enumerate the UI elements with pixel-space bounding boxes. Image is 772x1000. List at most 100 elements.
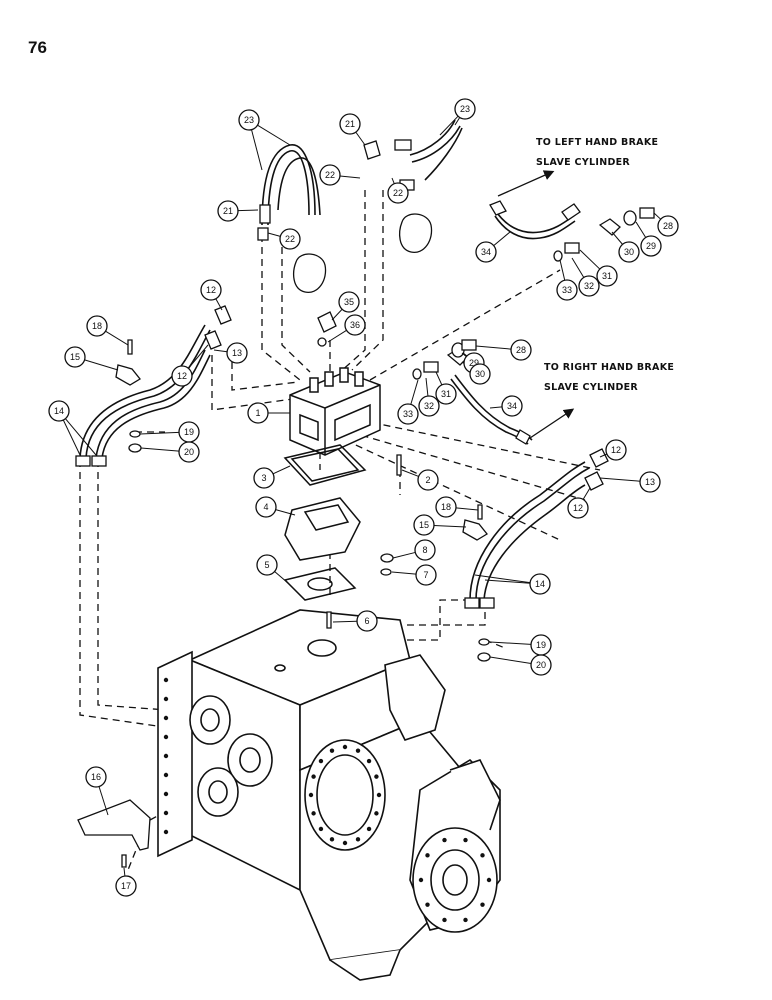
callout-circle-14 (48, 400, 70, 422)
callout-label-28: 28 (663, 221, 673, 231)
callout-circle-3 (253, 467, 275, 489)
bolt-17 (121, 854, 127, 868)
bolt-18-left (127, 339, 133, 355)
callout-circle-14 (529, 573, 551, 595)
fitting-31-upper (564, 242, 580, 254)
callout-label-22: 22 (325, 170, 335, 180)
leader-line-2 (401, 469, 419, 477)
callout-label-3: 3 (261, 473, 266, 483)
callout-label-15: 15 (70, 352, 80, 362)
left-flange-bolt-head (163, 715, 169, 721)
leader-line-5 (274, 571, 289, 584)
axle-rib (449, 759, 501, 831)
hose-end-left-b (91, 455, 107, 467)
adapter-block (284, 497, 361, 561)
dash-right-hose-route-2 (400, 600, 486, 626)
leader-line-8 (392, 551, 416, 559)
leader-line-20 (489, 656, 532, 664)
dash-upper-center-route (339, 190, 366, 373)
callout-circle-5 (256, 554, 278, 576)
callout-circle-35 (338, 291, 360, 313)
leader-line-23 (257, 124, 291, 146)
oring-33-lower (412, 368, 422, 380)
callout-circle-36 (344, 314, 366, 336)
nut-8 (380, 553, 394, 563)
callout-label-17: 17 (121, 881, 131, 891)
adapter-opening (303, 504, 350, 531)
callout-circle-21 (339, 113, 361, 135)
callout-label-29: 29 (646, 241, 656, 251)
final-drive-bolt-head (318, 826, 324, 832)
valve-port-3 (339, 367, 349, 383)
callout-circle-4 (255, 496, 277, 518)
brake-line-end-lower (515, 429, 531, 445)
elbow-fitting-35 (317, 311, 337, 333)
brake-housing (384, 654, 446, 741)
leader-line-34 (489, 406, 503, 409)
callout-circle-30 (469, 363, 491, 385)
callout-label-2: 2 (425, 475, 430, 485)
control-valve (289, 367, 381, 456)
callout-circle-13 (639, 471, 661, 493)
callout-label-14: 14 (535, 579, 545, 589)
leader-line-36 (327, 329, 347, 343)
callout-label-4: 4 (263, 502, 268, 512)
elbow-fitting-right-lower (584, 471, 604, 491)
oring-36 (317, 337, 327, 347)
dash-valve-left-brake-route (369, 269, 561, 381)
elbow-fitting-right-upper (589, 448, 609, 468)
left-flange-bolt-head (163, 791, 169, 797)
callout-label-36: 36 (350, 320, 360, 330)
hose-right-14a-edge (475, 467, 590, 601)
callout-circle-22 (279, 228, 301, 250)
brake-line-end-upper (489, 200, 507, 216)
callout-circle-34 (501, 395, 523, 417)
bolt-28-lower (461, 339, 477, 351)
hose-upper-right-23a-edge (411, 125, 461, 163)
callout-label-34: 34 (481, 247, 491, 257)
callout-label-7: 7 (423, 570, 428, 580)
bolt-18-right (477, 504, 483, 520)
callout-circle-7 (415, 564, 437, 586)
oring-33-upper (553, 250, 563, 262)
callout-circle-28 (657, 215, 679, 237)
leader-line-29 (635, 221, 647, 238)
bottom-lug (329, 949, 401, 981)
callout-circle-21 (217, 200, 239, 222)
leader-line-33 (410, 379, 419, 405)
hose-end-right-b (479, 597, 495, 609)
callout-circle-8 (414, 539, 436, 561)
final-drive-bolt-head (311, 811, 316, 816)
callout-circle-18 (435, 496, 457, 518)
hose-left-14b-edge (101, 354, 211, 459)
front-boss-upper-core (200, 708, 220, 732)
wheel-flange-bolt-head (463, 917, 468, 923)
leader-line-35 (331, 308, 343, 321)
page-number: 76 (28, 38, 47, 57)
leader-line-15 (433, 524, 467, 528)
dash-valve-right-route-3 (344, 439, 561, 541)
wheel-flange-bolt-head (425, 853, 430, 858)
leader-line-13 (599, 477, 641, 482)
callout-circle-12 (200, 279, 222, 301)
callout-label-35: 35 (344, 297, 354, 307)
coupler-21-left (259, 204, 271, 224)
callout-circle-32 (578, 275, 600, 297)
callout-label-21: 21 (223, 206, 233, 216)
leader-line-31 (579, 249, 601, 270)
callout-label-33: 33 (562, 285, 572, 295)
callout-circle-30 (618, 241, 640, 263)
hose-coil-right (399, 213, 433, 253)
callout-label-34: 34 (507, 401, 517, 411)
gasket-outer (283, 444, 367, 486)
callout-label-6: 6 (364, 616, 369, 626)
callout-bubbles: 1234567812121212131314141515161718181919… (48, 98, 679, 897)
tee-fitting-30-upper (598, 218, 621, 236)
leader-line-31 (435, 371, 443, 386)
callout-circle-22 (319, 164, 341, 186)
callout-circle-31 (596, 265, 618, 287)
direction-arrows (497, 170, 575, 439)
valve-port-4 (354, 371, 364, 387)
bolt-28-upper (639, 207, 655, 219)
